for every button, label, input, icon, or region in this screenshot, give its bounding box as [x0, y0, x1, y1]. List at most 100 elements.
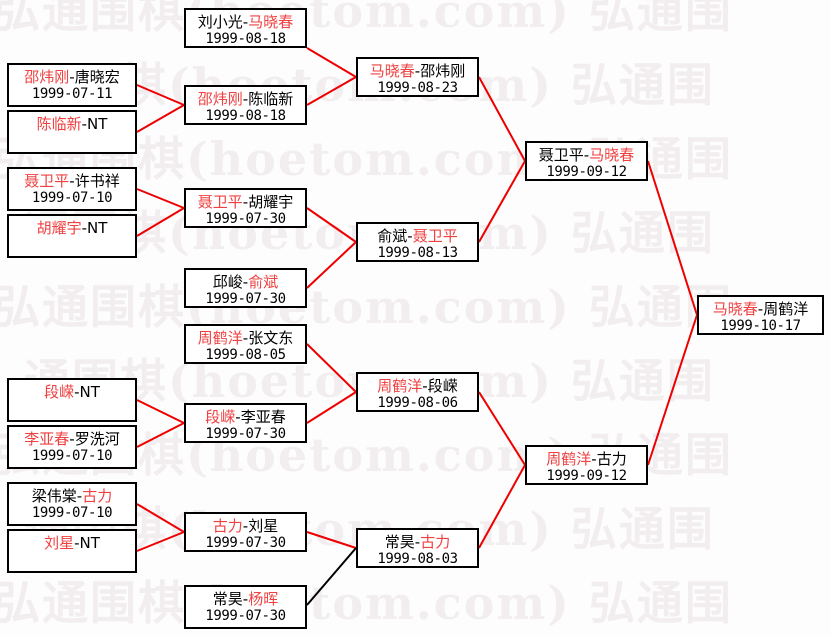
match-players: 俞斌-聂卫平 — [358, 227, 477, 245]
match-players: 聂卫平-马晓春 — [527, 146, 646, 164]
match-players: 马晓春-邵炜刚 — [358, 62, 477, 80]
match-loser: 邵炜刚 — [420, 62, 466, 80]
name-separator: - — [242, 517, 249, 535]
match-players: 段嵘-NT — [9, 383, 135, 401]
name-separator: - — [69, 68, 75, 86]
match-box[interactable]: 段嵘-NT — [7, 378, 137, 422]
match-loser: 段嵘 — [427, 377, 458, 395]
match-loser: 常昊 — [212, 590, 243, 608]
match-loser: 刘小光 — [197, 13, 243, 31]
match-loser: 邱峻 — [212, 273, 243, 291]
match-date: 1999-07-30 — [205, 211, 286, 228]
match-date: 1999-09-12 — [546, 164, 627, 181]
name-separator: - — [81, 219, 88, 237]
name-separator: - — [81, 115, 88, 133]
match-winner: 聂卫平 — [24, 172, 70, 190]
match-winner: 胡耀宇 — [36, 219, 82, 237]
match-date: 1999-08-23 — [377, 80, 458, 97]
match-winner: 马晓春 — [369, 62, 415, 80]
match-players: 聂卫平-许书祥 — [9, 172, 135, 190]
match-players: 李亚春-罗洗河 — [9, 430, 135, 448]
match-date: 1999-07-30 — [205, 535, 286, 552]
match-date: 1999-08-18 — [205, 108, 286, 125]
match-winner: 马晓春 — [712, 300, 758, 318]
match-winner: 聂卫平 — [197, 193, 243, 211]
name-separator: - — [242, 329, 249, 347]
match-players: 周鹤洋-古力 — [527, 450, 646, 468]
match-players: 邵炜刚-陈临新 — [186, 90, 305, 108]
match-loser: NT — [79, 534, 100, 552]
match-date: 1999-08-18 — [205, 31, 286, 48]
match-players: 陈临新-NT — [9, 115, 135, 133]
match-date: 1999-07-10 — [31, 448, 113, 465]
match-winner: 马晓春 — [589, 146, 635, 164]
match-loser: 罗洗河 — [74, 430, 120, 448]
name-separator: - — [422, 377, 428, 395]
match-date: 1999-07-30 — [205, 426, 286, 443]
match-loser: 胡耀宇 — [248, 193, 294, 211]
match-loser: 俞斌 — [377, 227, 408, 245]
match-loser: 常昊 — [384, 533, 415, 551]
match-winner: 邵炜刚 — [197, 90, 243, 108]
match-winner: 聂卫平 — [412, 227, 458, 245]
name-separator: - — [235, 408, 241, 426]
match-winner: 古力 — [212, 517, 243, 535]
match-winner: 古力 — [82, 487, 113, 505]
match-loser: 聂卫平 — [538, 146, 584, 164]
match-loser: NT — [87, 219, 108, 237]
match-loser: 刘星 — [248, 517, 279, 535]
match-date: 1999-07-30 — [205, 291, 286, 308]
match-players: 段嵘-李亚春 — [186, 408, 305, 426]
name-separator: - — [414, 533, 421, 551]
match-players: 刘星-NT — [9, 534, 135, 552]
match-winner: 俞斌 — [248, 273, 279, 291]
name-separator: - — [583, 146, 590, 164]
match-players: 聂卫平-胡耀宇 — [186, 193, 305, 211]
match-date: 1999-09-12 — [546, 468, 627, 485]
match-players: 邵炜刚-唐晓宏 — [9, 68, 135, 86]
name-separator: - — [757, 300, 764, 318]
match-winner: 周鹤洋 — [197, 329, 243, 347]
name-separator: - — [242, 13, 249, 31]
match-date: 1999-07-30 — [205, 608, 286, 625]
name-separator: - — [242, 273, 249, 291]
match-date: 1999-10-17 — [720, 318, 801, 335]
match-date: 1999-08-05 — [205, 347, 286, 364]
match-players: 梁伟棠-古力 — [9, 487, 135, 505]
match-date: 1999-07-11 — [31, 86, 113, 103]
match-box[interactable]: 刘星-NT — [7, 529, 137, 573]
name-separator: - — [242, 193, 249, 211]
match-box[interactable]: 胡耀宇-NT — [7, 214, 137, 258]
match-players: 周鹤洋-张文东 — [186, 329, 305, 347]
name-separator: - — [69, 430, 75, 448]
match-loser: NT — [79, 383, 100, 401]
match-box[interactable]: 陈临新-NT — [7, 110, 137, 154]
match-loser: 李亚春 — [240, 408, 286, 426]
name-separator: - — [74, 383, 80, 401]
match-winner: 刘星 — [44, 534, 75, 552]
match-winner: 段嵘 — [205, 408, 236, 426]
match-winner: 李亚春 — [24, 430, 70, 448]
match-winner: 邵炜刚 — [24, 68, 70, 86]
name-separator: - — [242, 90, 249, 108]
